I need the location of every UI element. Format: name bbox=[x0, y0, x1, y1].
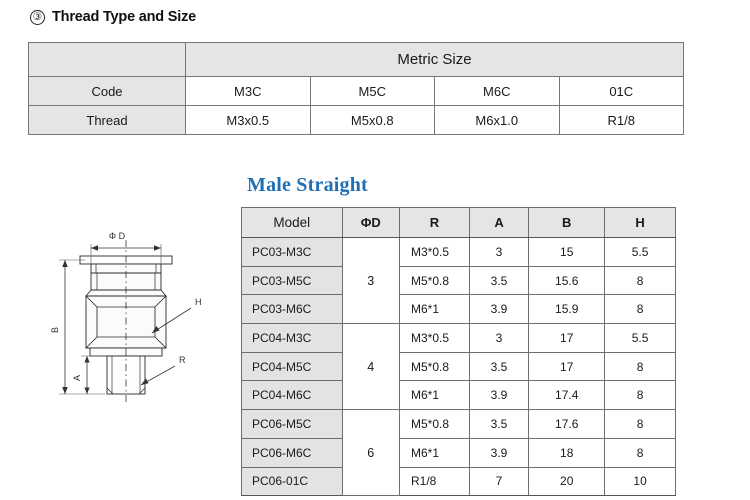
h-cell: 10 bbox=[604, 466, 676, 497]
h-cell: 5.5 bbox=[604, 323, 676, 353]
table-row: PC06-M6C M6*1 3.9 18 8 bbox=[241, 437, 676, 468]
column-header-r: R bbox=[399, 207, 470, 238]
a-cell: 3.5 bbox=[468, 351, 530, 382]
b-cell: 15.6 bbox=[528, 265, 606, 296]
dimension-label-diameter: Φ D bbox=[109, 231, 126, 241]
table-row: Thread M3x0.5 M5x0.8 M6x1.0 R1/8 bbox=[28, 105, 684, 135]
model-cell: PC04-M6C bbox=[241, 380, 343, 411]
column-header-a: A bbox=[468, 207, 530, 238]
section-number: ③ bbox=[30, 9, 45, 25]
a-cell: 3.9 bbox=[468, 294, 530, 325]
thread-table-body: Metric Size Code M3C M5C M6C 01C Thread … bbox=[28, 42, 684, 135]
a-cell: 3 bbox=[468, 323, 530, 353]
table-row: PC04-M5C M5*0.8 3.5 17 8 bbox=[241, 351, 676, 382]
r-cell: M3*0.5 bbox=[399, 237, 470, 267]
thread-cell: M5x0.8 bbox=[309, 105, 435, 135]
b-cell: 17.4 bbox=[528, 380, 606, 411]
a-cell: 7 bbox=[468, 466, 530, 497]
b-cell: 18 bbox=[528, 437, 606, 468]
section-heading: ③ Thread Type and Size bbox=[30, 9, 196, 25]
r-cell: M3*0.5 bbox=[399, 323, 470, 353]
table-row: PC03-M6C M6*1 3.9 15.9 8 bbox=[241, 294, 676, 325]
table-row: Metric Size bbox=[28, 42, 684, 77]
r-cell: M6*1 bbox=[399, 294, 470, 325]
r-cell: M5*0.8 bbox=[399, 351, 470, 382]
table-row: PC03-M3C 3 M3*0.5 3 15 5.5 bbox=[241, 236, 676, 325]
table-row: PC04-M3C 4 M3*0.5 3 17 5.5 bbox=[241, 323, 676, 411]
a-cell: 3.5 bbox=[468, 409, 530, 439]
dimension-label-a: A bbox=[72, 375, 82, 381]
model-cell: PC03-M5C bbox=[241, 265, 343, 296]
r-cell: M5*0.8 bbox=[399, 265, 470, 296]
model-cell: PC06-M6C bbox=[241, 437, 343, 468]
model-cell: PC06-M5C bbox=[241, 409, 343, 439]
table-row: PC03-M5C M5*0.8 3.5 15.6 8 bbox=[241, 265, 676, 296]
column-header-h: H bbox=[604, 207, 676, 238]
b-cell: 17.6 bbox=[528, 409, 606, 439]
dimension-label-r: R bbox=[179, 355, 186, 365]
a-cell: 3.5 bbox=[468, 265, 530, 296]
code-cell: M6C bbox=[434, 76, 560, 106]
b-cell: 17 bbox=[528, 323, 606, 353]
code-cell: M5C bbox=[309, 76, 435, 106]
spec-table-head: Model ΦD R A B H bbox=[241, 207, 676, 238]
fitting-technical-drawing: Φ D B A H R bbox=[45, 212, 240, 412]
thread-cell: M6x1.0 bbox=[434, 105, 560, 135]
b-cell: 20 bbox=[528, 466, 606, 497]
dimension-label-h: H bbox=[195, 297, 202, 307]
column-header-model: Model bbox=[241, 207, 343, 238]
model-cell: PC04-M3C bbox=[241, 323, 343, 353]
model-cell: PC03-M3C bbox=[241, 237, 343, 267]
h-cell: 8 bbox=[604, 294, 676, 325]
thread-type-table: Metric Size Code M3C M5C M6C 01C Thread … bbox=[28, 42, 684, 135]
r-cell: M5*0.8 bbox=[399, 409, 470, 439]
a-cell: 3 bbox=[468, 237, 530, 267]
product-title: Male Straight bbox=[247, 174, 368, 196]
h-cell: 8 bbox=[604, 409, 676, 439]
h-cell: 8 bbox=[604, 437, 676, 468]
diameter-cell: 6 bbox=[341, 409, 401, 497]
column-header-diameter: ΦD bbox=[341, 207, 401, 238]
row-label-thread: Thread bbox=[28, 105, 186, 135]
r-cell: M6*1 bbox=[399, 437, 470, 468]
b-cell: 15.9 bbox=[528, 294, 606, 325]
code-cell: 01C bbox=[558, 76, 684, 106]
r-cell: M6*1 bbox=[399, 380, 470, 411]
table-header-row: Model ΦD R A B H bbox=[241, 207, 676, 238]
table-row: PC04-M6C M6*1 3.9 17.4 8 bbox=[241, 380, 676, 411]
r-cell: R1/8 bbox=[399, 466, 470, 497]
metric-size-header: Metric Size bbox=[185, 42, 684, 77]
code-cell: M3C bbox=[185, 76, 311, 106]
spec-table-body: PC03-M3C 3 M3*0.5 3 15 5.5 PC03-M5C M5*0… bbox=[241, 236, 676, 497]
thread-cell: M3x0.5 bbox=[185, 105, 311, 135]
thread-cell: R1/8 bbox=[558, 105, 684, 135]
diameter-cell: 3 bbox=[341, 236, 401, 325]
h-cell: 8 bbox=[604, 351, 676, 382]
a-cell: 3.9 bbox=[468, 380, 530, 411]
model-cell: PC03-M6C bbox=[241, 294, 343, 325]
table-row: PC06-M5C 6 M5*0.8 3.5 17.6 8 bbox=[241, 409, 676, 497]
diameter-cell: 4 bbox=[341, 323, 401, 411]
b-cell: 17 bbox=[528, 351, 606, 382]
a-cell: 3.9 bbox=[468, 437, 530, 468]
column-header-b: B bbox=[528, 207, 606, 238]
model-cell: PC06-01C bbox=[241, 466, 343, 497]
h-cell: 5.5 bbox=[604, 237, 676, 267]
h-cell: 8 bbox=[604, 265, 676, 296]
h-cell: 8 bbox=[604, 380, 676, 411]
table-row: Code M3C M5C M6C 01C bbox=[28, 76, 684, 106]
table-row: PC06-01C R1/8 7 20 10 bbox=[241, 466, 676, 497]
model-cell: PC04-M5C bbox=[241, 351, 343, 382]
dimension-label-b: B bbox=[50, 327, 60, 333]
b-cell: 15 bbox=[528, 237, 606, 267]
male-straight-spec-table: Model ΦD R A B H PC03-M3C 3 M3*0.5 3 15 … bbox=[241, 207, 676, 497]
row-label-code: Code bbox=[28, 76, 186, 106]
thread-table-corner bbox=[28, 42, 186, 77]
page-title: Thread Type and Size bbox=[52, 9, 196, 25]
